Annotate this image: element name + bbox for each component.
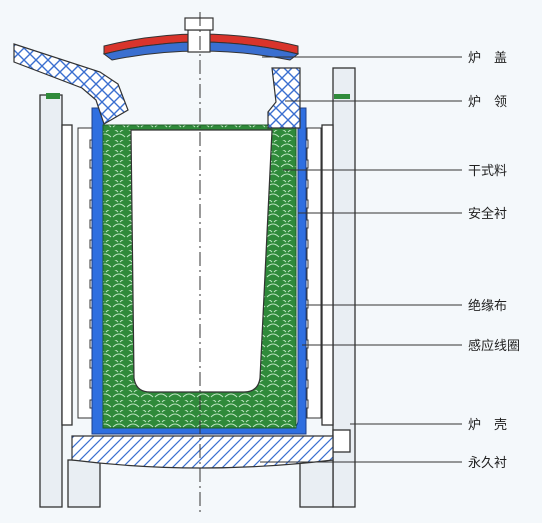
label-safety-lining: 安全衬 <box>468 206 507 222</box>
label-induction-coil: 感应线圈 <box>468 338 520 354</box>
permanent-lining-bottom <box>71 435 334 469</box>
furnace-collar <box>267 67 301 129</box>
pouring-spout <box>13 43 129 125</box>
label-dry-ramming: 干式料 <box>468 164 507 179</box>
label-collar: 炉 领 <box>468 95 507 110</box>
leader-lines <box>260 56 462 463</box>
furnace-shell <box>39 67 356 508</box>
label-insulation-cloth: 绝缘布 <box>468 298 507 314</box>
crucible-cavity <box>130 129 273 393</box>
label-permanent-lining: 永久衬 <box>468 456 507 471</box>
label-lid: 炉 盖 <box>468 51 507 66</box>
label-shell: 炉 壳 <box>468 418 507 433</box>
furnace-lid <box>102 17 300 61</box>
